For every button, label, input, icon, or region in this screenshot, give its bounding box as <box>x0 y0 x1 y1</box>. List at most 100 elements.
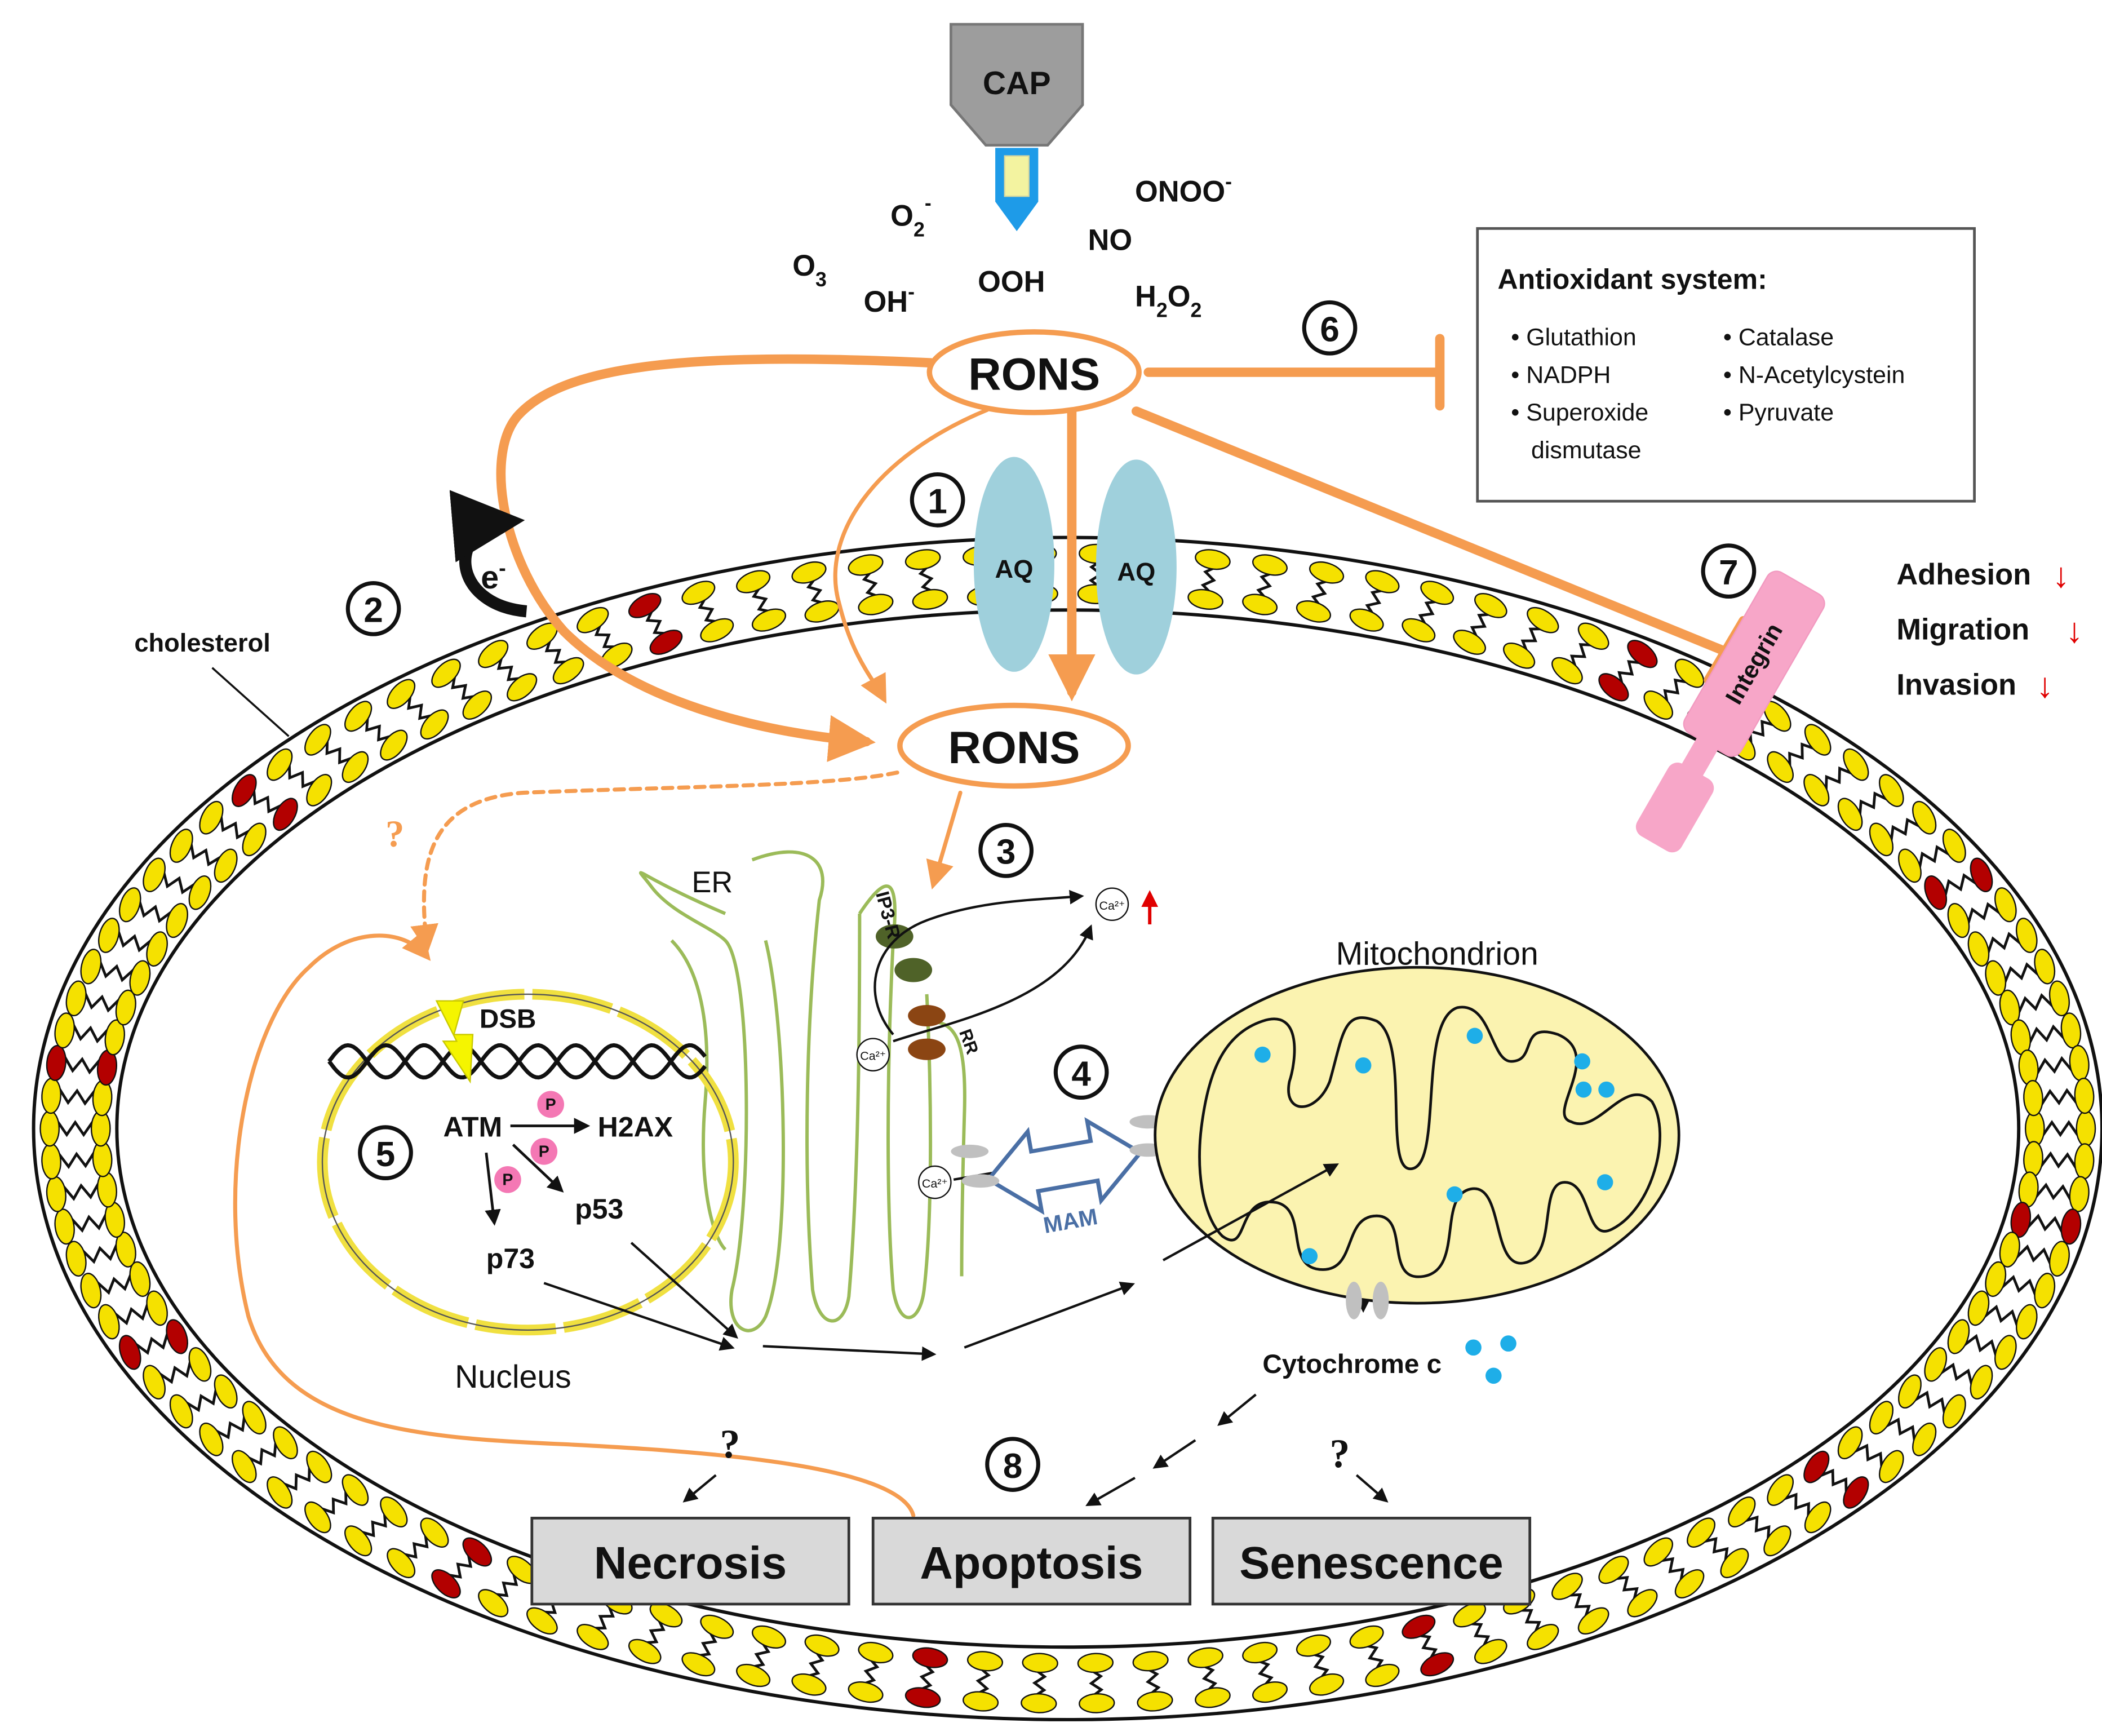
dna-helix <box>327 1043 707 1080</box>
cholesterol-head <box>2060 1208 2082 1245</box>
lipid-head <box>342 1474 369 1506</box>
lipid-head <box>115 989 136 1026</box>
phospho-p: P P P <box>494 1091 565 1193</box>
lipid-head <box>649 1602 683 1628</box>
cholesterol-callout: cholesterol <box>134 628 290 737</box>
lipid-head <box>681 581 716 605</box>
aquaporin-label-1: AQ <box>995 555 1034 583</box>
antioxidant-item-cont: dismutase <box>1531 437 1641 464</box>
lipid-head <box>681 1652 716 1677</box>
down-arrow-icon: ↓ <box>2036 666 2054 705</box>
cholesterol-head <box>118 1335 141 1370</box>
lipid-head <box>344 701 372 732</box>
lipid-head <box>2034 949 2056 985</box>
cholesterol-head <box>1627 640 1658 668</box>
lipid-head <box>90 1110 111 1147</box>
question-mark-dsb: ? <box>385 814 404 855</box>
lipid-head <box>214 848 238 883</box>
lipid-head <box>791 1673 827 1696</box>
cholesterol-head <box>649 630 683 655</box>
lipid-head <box>628 1638 662 1664</box>
lipid-head <box>97 1304 120 1340</box>
lipid-head <box>1402 618 1436 643</box>
svg-text:8: 8 <box>1003 1447 1022 1486</box>
step-3: 3 <box>978 823 1034 878</box>
lipid-head <box>791 561 827 584</box>
lipid-head <box>231 1450 257 1483</box>
lipid-head <box>478 640 509 668</box>
lipid-head <box>146 931 168 967</box>
step-2: 2 <box>345 581 401 636</box>
lipid-head <box>1365 570 1400 594</box>
lipid-head <box>1970 1365 1993 1400</box>
lipid-head <box>1837 1426 1863 1460</box>
lipid-head <box>1897 1374 1922 1409</box>
lipid-head <box>1803 774 1830 807</box>
rons-outer-label: RONS <box>968 349 1100 400</box>
lipid-head <box>2048 980 2070 1017</box>
antioxidant-item: • Catalase <box>1723 324 1834 351</box>
lipid-head <box>966 1651 1004 1672</box>
lipid-head <box>858 1641 894 1664</box>
lipid-head <box>267 748 293 781</box>
lipid-head <box>387 1548 416 1578</box>
cholesterol-head <box>1843 1476 1869 1509</box>
lipid-head <box>1999 1232 2020 1268</box>
cholesterol-head <box>166 1319 188 1354</box>
lipid-head <box>1687 1517 1715 1548</box>
aquaporin-label-2: AQ <box>1117 557 1155 586</box>
lipid-head <box>1985 960 2007 996</box>
lipid-head <box>2024 1110 2045 1147</box>
lipid-head <box>143 1365 166 1400</box>
species-ooh: OOH <box>978 265 1045 298</box>
lipid-head <box>65 980 87 1017</box>
lipid-head <box>1912 800 1937 835</box>
integrin: Integrin <box>1635 570 1825 853</box>
svg-text:7: 7 <box>1719 553 1738 592</box>
lipid-head <box>169 1394 193 1429</box>
lipid-head <box>80 949 102 985</box>
svg-text:2: 2 <box>363 591 383 630</box>
antioxidant-item: • N-Acetylcystein <box>1723 361 1905 388</box>
cholesterol-head <box>1420 1652 1454 1677</box>
step-6: 6 <box>1302 300 1358 356</box>
rons-arrows <box>233 334 1748 1518</box>
cap-label: CAP <box>983 65 1051 101</box>
cytochrome-label: Cytochrome c <box>1262 1349 1442 1379</box>
effect-invasion: Invasion <box>1896 668 2016 701</box>
svg-text:3: 3 <box>996 833 1015 872</box>
lipid-head <box>387 679 416 709</box>
lipid-head <box>858 594 894 615</box>
lipid-head <box>1503 642 1536 669</box>
lipid-head <box>1551 657 1583 685</box>
lipid-head <box>169 829 193 863</box>
lipid-head <box>166 903 188 938</box>
lipid-head <box>848 1681 884 1703</box>
cholesterol-head <box>231 774 257 807</box>
lipid-head <box>1643 690 1674 720</box>
lipid-head <box>1994 887 2017 923</box>
rons-outer: RONS <box>926 329 1142 415</box>
lipid-head <box>1349 608 1384 632</box>
rons-inner-label: RONS <box>948 723 1080 773</box>
svg-text:6: 6 <box>1320 311 1339 349</box>
svg-text:P: P <box>539 1142 549 1161</box>
lipid-head <box>1474 1638 1507 1664</box>
lipid-head <box>478 1589 509 1618</box>
outcome-apoptosis: Apoptosis <box>920 1538 1143 1589</box>
lipid-head <box>2023 1080 2043 1117</box>
lipid-head <box>129 960 151 996</box>
p73-label: p73 <box>486 1243 535 1274</box>
lipid-head <box>848 554 884 576</box>
lipid-head <box>2076 1110 2096 1147</box>
species-oh: OH- <box>864 280 915 318</box>
antioxidant-item: • Glutathion <box>1511 324 1636 351</box>
step-5: 5 <box>358 1125 413 1181</box>
lipid-head <box>54 1012 75 1049</box>
down-arrow-icon: ↓ <box>2066 611 2083 650</box>
lipid-head <box>267 1476 293 1509</box>
lipid-head <box>1132 1651 1169 1672</box>
lipid-head <box>1728 1496 1756 1527</box>
cholesterol-head <box>1970 857 1993 892</box>
